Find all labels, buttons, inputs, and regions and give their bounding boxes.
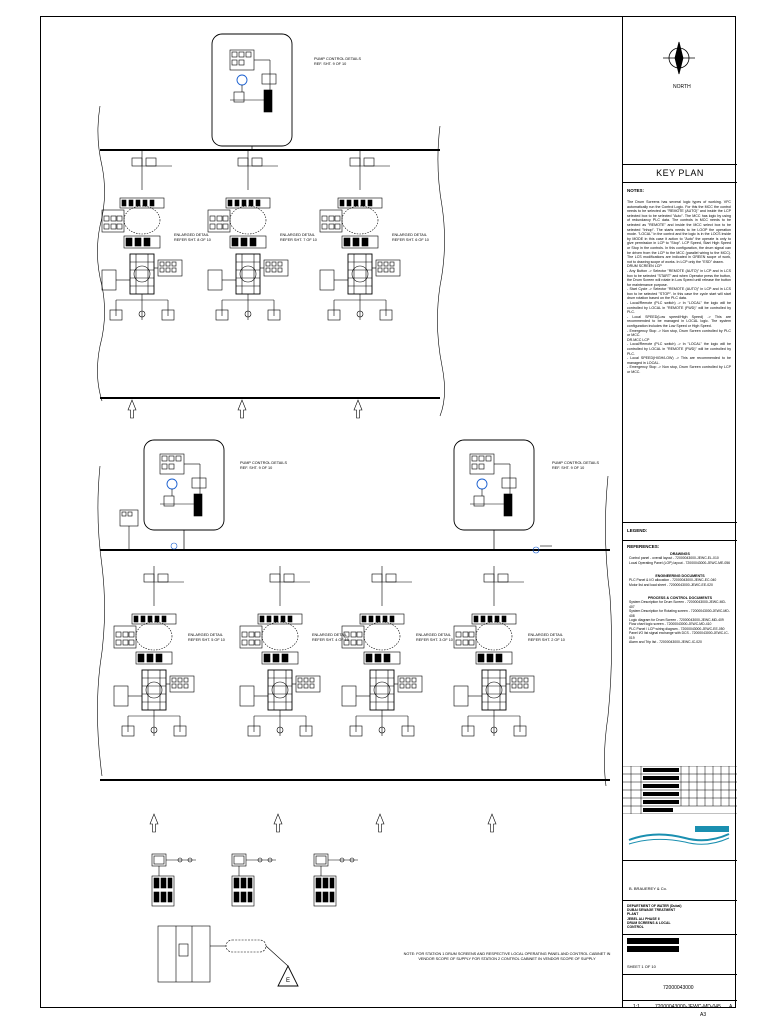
callout-pump-top-2: REF. SHT. 9 OF 10	[314, 62, 346, 66]
svg-text:E: E	[286, 978, 290, 984]
ref-group-engineering: ENGINEERING DOCUMENTS PLC Panel & I/O al…	[629, 574, 731, 587]
flow-arrow	[149, 813, 159, 833]
divider	[623, 934, 737, 935]
sheet-size-mark: A3	[700, 1012, 707, 1018]
callout-enlarged-3b: REFER SHT. 6 OF 10	[392, 238, 429, 242]
divider	[623, 1000, 737, 1001]
ref-group-drawings: DRAWINGS Control panel - overall layout …	[629, 552, 731, 565]
company-line: B. BRAUEREY & Co.	[629, 886, 667, 891]
ref-group-process: PROCESS & CONTROL DOCUMENTS System Descr…	[629, 596, 731, 644]
ref-item: System Description for Drum Screen - 720…	[629, 600, 727, 609]
callout-pump-right-2: REF. SHT. 9 OF 10	[552, 466, 584, 470]
ref-item: Flow chart logic screen - 72000043000-JE…	[629, 622, 712, 627]
ref-item: Panel I/O list signal exchange with DCS …	[629, 631, 729, 640]
local-panel	[231, 853, 277, 907]
local-panel	[313, 853, 359, 907]
callout-enlarged-7b: REFER SHT. 2 OF 10	[528, 638, 565, 642]
project-block: DEPARTMENT OF WATER (Dubai) DUBAI SEWAGE…	[627, 904, 682, 930]
flow-arrow	[273, 813, 283, 833]
revision-table	[623, 766, 737, 814]
flow-arrow	[127, 399, 137, 419]
pump-control-right	[469, 453, 517, 517]
callout-enlarged-1b: REFER SHT. 8 OF 10	[174, 238, 211, 242]
pump-control-top	[229, 49, 277, 113]
divider	[623, 522, 737, 523]
flow-arrow	[487, 813, 497, 833]
ref-group-head: PROCESS & CONTROL DOCUMENTS	[647, 596, 713, 600]
ref-item: Logic diagram for Drum Screen - 72000043…	[629, 618, 724, 623]
references-label: REFERENCES:	[627, 544, 660, 549]
scope-note: NOTE: FOR STATION 1 DRUM SCREENS AND RES…	[403, 952, 611, 961]
drum-screen-unit	[239, 565, 321, 737]
callout-enlarged-1a: ENLARGED DETAIL	[174, 233, 209, 237]
callout-enlarged-5b: REFER SHT. 4 OF 10	[312, 638, 349, 642]
callout-enlarged-6b: REFER SHT. 3 OF 10	[416, 638, 453, 642]
callout-enlarged-6a: ENLARGED DETAIL	[416, 633, 451, 637]
drum-screen-unit	[341, 565, 423, 737]
notes-label: NOTES:	[627, 188, 645, 193]
schematic-drawing: E PUMP CONTROL DETAILS REF. SHT. 9 OF 10…	[97, 33, 612, 987]
ref-item: PLC Panel & I/O allocation - 72000043000…	[629, 578, 717, 583]
legend-label: LEGEND:	[627, 528, 648, 533]
divider	[623, 164, 737, 165]
ref-group-head: DRAWINGS	[670, 552, 690, 556]
ref-item: PLC Panel / LCP wiring diagram - 7200004…	[629, 626, 725, 631]
company-logo	[628, 826, 730, 845]
flow-arrow	[375, 813, 385, 833]
callout-enlarged-2a: ENLARGED DETAIL	[280, 233, 315, 237]
divider	[623, 182, 737, 183]
divider	[623, 974, 737, 975]
divider	[623, 540, 737, 541]
callout-pump-left-1: PUMP CONTROL DETAILS	[240, 461, 287, 465]
local-panel	[151, 853, 197, 907]
divider	[623, 900, 737, 901]
callout-enlarged-7a: ENLARGED DETAIL	[528, 633, 563, 637]
callout-enlarged-4a: ENLARGED DETAIL	[188, 633, 223, 637]
title-block-sidebar: NORTH KEY PLAN NOTES: The Drum Screens h…	[622, 16, 737, 1010]
drum-screen-unit	[453, 565, 535, 737]
flow-arrow	[237, 399, 247, 419]
callout-enlarged-3a: ENLARGED DETAIL	[392, 233, 427, 237]
ref-item: System Description for Rotating screen -…	[629, 609, 730, 618]
ref-item: Control panel - overall layout - 7200004…	[629, 556, 719, 561]
divider	[623, 860, 737, 861]
drum-screen-unit	[113, 565, 195, 737]
pump-control-left	[159, 453, 207, 517]
ref-item: Alarm and Trip list - 72000043000-JEWC-I…	[629, 640, 702, 645]
ref-group-head: ENGINEERING DOCUMENTS	[655, 574, 705, 578]
control-cabinet: E	[157, 925, 299, 987]
callout-enlarged-4b: REFER SHT. 5 OF 10	[188, 638, 225, 642]
callout-pump-top-1: PUMP CONTROL DETAILS	[314, 57, 361, 61]
drawing-title-block	[627, 938, 679, 952]
ref-item: Local Operating Panel (LOP) layout - 720…	[629, 560, 731, 565]
key-plan-title: KEY PLAN	[656, 168, 704, 178]
doc-short: 72000043000	[663, 985, 694, 991]
drum-screen-unit	[207, 149, 289, 321]
callout-enlarged-5a: ENLARGED DETAIL	[312, 633, 347, 637]
north-arrow-icon: NORTH	[663, 41, 695, 90]
drum-screen-unit	[319, 149, 401, 321]
drawing-sheet-border	[40, 16, 736, 1008]
scale: 1:1	[633, 1004, 640, 1010]
revision: A	[729, 1004, 733, 1010]
callout-pump-right-1: PUMP CONTROL DETAILS	[552, 461, 599, 465]
sheet-label: SHEET 1 OF 10	[627, 964, 656, 969]
flow-arrow	[353, 399, 363, 419]
drum-screen-unit	[101, 149, 183, 321]
notes-body: The Drum Screens has several logic types…	[627, 200, 731, 374]
doc-number: 72000043000-JEWC-MD-045	[655, 1004, 721, 1010]
ref-item: Motor list and load sheet - 72000043000-…	[629, 582, 713, 587]
north-label: NORTH	[673, 84, 691, 90]
callout-pump-left-2: REF. SHT. 9 OF 10	[240, 466, 272, 470]
callout-enlarged-2b: REFER SHT. 7 OF 10	[280, 238, 317, 242]
